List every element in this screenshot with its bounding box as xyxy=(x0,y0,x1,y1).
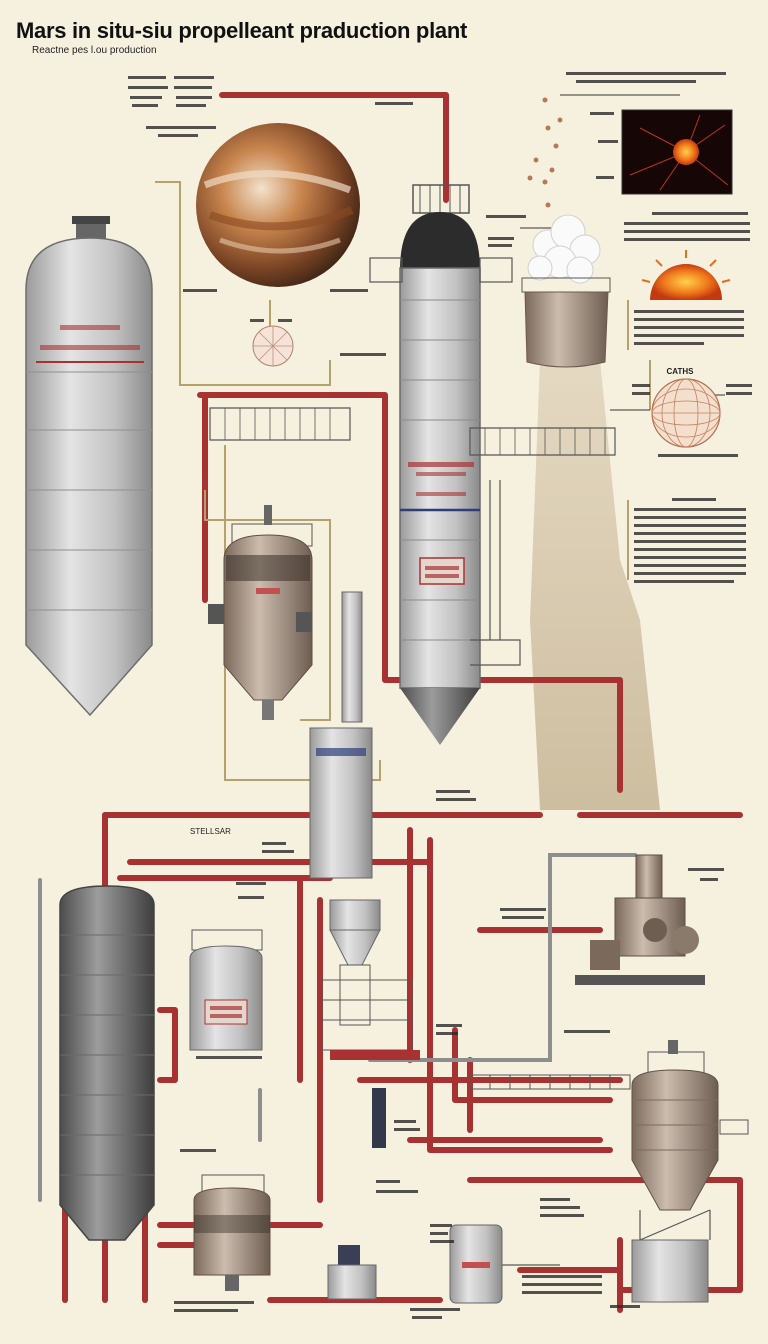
lower-walkway xyxy=(469,1074,749,1135)
central-reactor-tower xyxy=(399,184,481,745)
exhaust-plume xyxy=(530,360,660,810)
geodesic-sphere-small xyxy=(252,325,294,367)
geodesic-sphere-icon xyxy=(651,378,721,448)
sphere-label: CATHS xyxy=(667,367,695,376)
steam-vessel xyxy=(521,277,611,368)
compressor-unit xyxy=(575,854,705,985)
storage-tank-left xyxy=(25,216,153,717)
illegible-caption-marks xyxy=(128,72,752,1319)
steam-cloud-icon xyxy=(527,214,601,284)
tower-walkways xyxy=(209,257,616,666)
buffer-tank xyxy=(189,929,263,1051)
page-subtitle: Reactne pes l.ou production xyxy=(32,45,157,56)
bottom-reactor xyxy=(193,1174,271,1291)
grey-pipes xyxy=(38,853,637,1202)
page-title: Mars in situ-siu propelleant praduction … xyxy=(16,18,467,43)
storage-tank-lower-left xyxy=(59,885,155,1241)
planet-icon xyxy=(196,123,360,287)
separator-column xyxy=(309,591,420,1148)
bottom-pump xyxy=(327,1245,377,1300)
right-process-tower xyxy=(631,1040,719,1303)
stage-label: STELLSAR xyxy=(190,827,231,836)
bottom-cylinder xyxy=(449,1224,503,1304)
star-photo xyxy=(621,109,733,195)
particle-dots xyxy=(527,97,563,208)
walkway-railings xyxy=(224,408,606,455)
mid-reactor-vessel xyxy=(208,505,313,720)
sun-icon xyxy=(641,250,731,300)
